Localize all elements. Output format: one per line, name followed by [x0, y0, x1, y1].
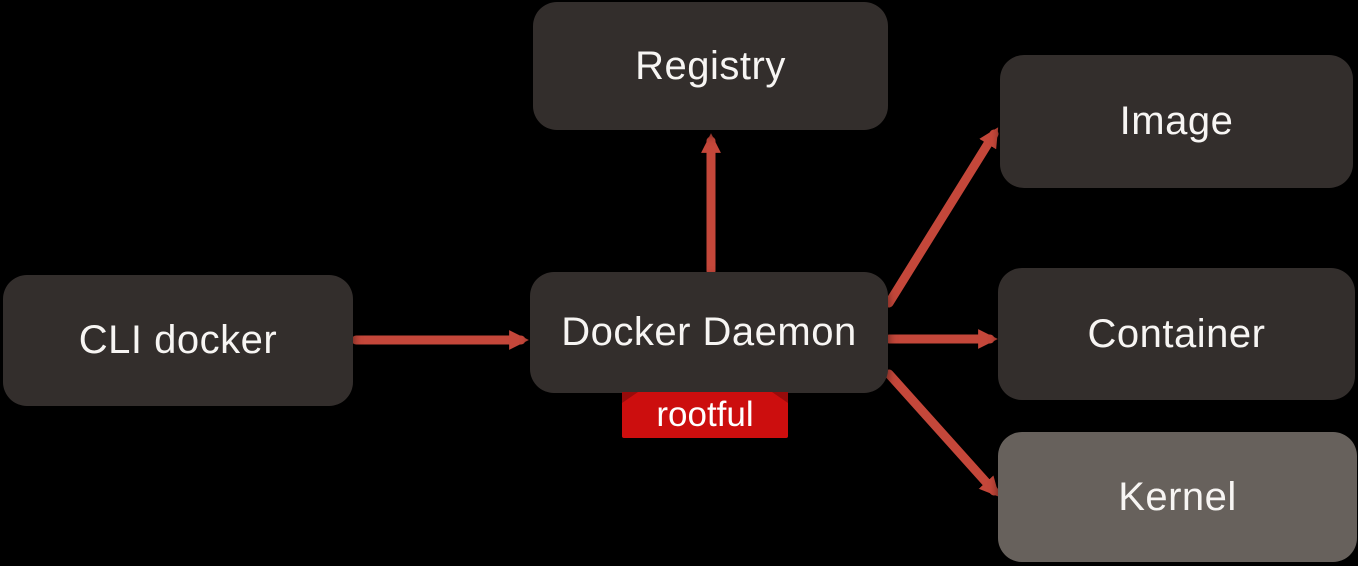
- node-kernel: Kernel: [998, 432, 1357, 562]
- node-registry: Registry: [533, 2, 888, 130]
- node-container: Container: [998, 268, 1355, 400]
- node-container-label: Container: [1087, 311, 1266, 356]
- node-image: Image: [1000, 55, 1353, 188]
- node-registry-label: Registry: [635, 43, 786, 88]
- node-cli-docker: CLI docker: [3, 275, 353, 406]
- node-image-label: Image: [1119, 99, 1234, 143]
- edge-docker-daemon-to-image: [884, 127, 999, 308]
- node-kernel-label: Kernel: [1118, 474, 1237, 519]
- node-cli-docker-label: CLI docker: [78, 318, 278, 362]
- edge-docker-daemon-to-kernel: [884, 369, 1000, 497]
- node-docker-daemon: Docker Daemon: [530, 272, 888, 393]
- node-docker-daemon-label: Docker Daemon: [561, 310, 857, 354]
- rootful-badge-label: rootful: [656, 395, 754, 434]
- rootful-badge: rootful: [622, 392, 788, 438]
